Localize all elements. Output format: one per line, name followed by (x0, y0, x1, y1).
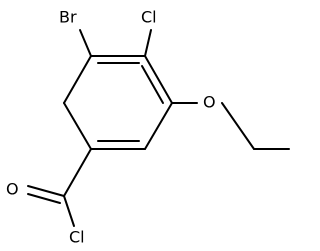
bond-c1-br (79, 29, 92, 57)
atom-label-chlorine-ring: Cl (141, 8, 157, 27)
ring-bond-c6-c1 (63, 55, 92, 104)
bond-carbonyl-c-o-b (27, 193, 61, 204)
bond-c5-carbonyl-c (63, 148, 92, 197)
molecule-structure: Br Cl O O Cl (6, 8, 290, 247)
atom-label-chlorine-acyl: Cl (69, 228, 85, 247)
bond-c2-cl (144, 29, 152, 57)
bond-carbonyl-c-cl (63, 195, 75, 227)
benzene-ring (63, 55, 173, 150)
atom-label-bromine: Br (59, 8, 77, 27)
bond-o-ch2 (221, 102, 255, 150)
ring-bond-c2-c3-inner (141, 65, 164, 104)
ring-bond-c2-c3 (144, 55, 173, 104)
ring-bond-c3-c4 (144, 102, 173, 150)
ring-bond-c5-c6 (63, 102, 92, 150)
atom-label-oxygen-ether: O (203, 93, 216, 112)
atom-label-oxygen-carbonyl: O (6, 180, 19, 199)
bond-carbonyl-c-o-a (27, 185, 65, 197)
